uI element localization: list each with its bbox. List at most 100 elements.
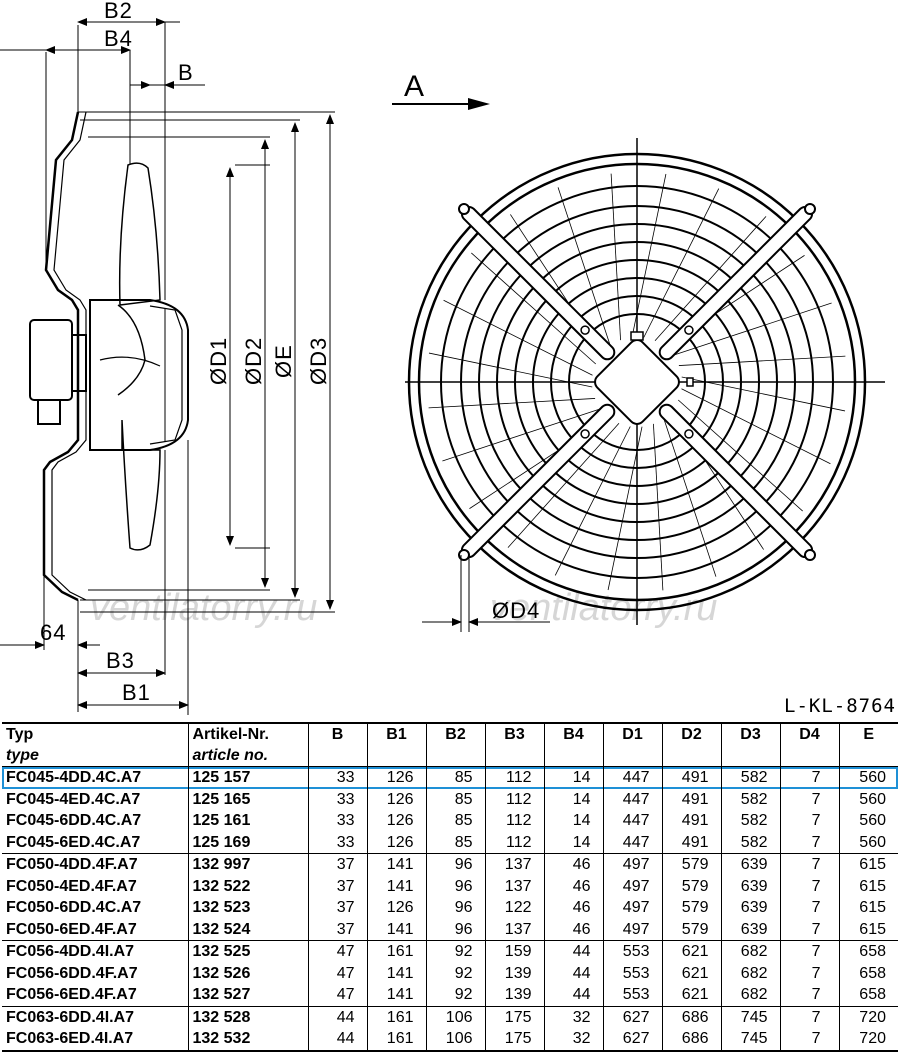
cell-d4: 7 <box>779 1005 839 1028</box>
cell-b2: 92 <box>425 984 485 1006</box>
cell-type: FC045-6DD.4C.A7 <box>6 812 142 830</box>
cell-d2: 491 <box>661 831 721 854</box>
cell-article: 132 525 <box>187 940 308 963</box>
cell-type: FC063-6ED.4I.A7 <box>2 1028 188 1052</box>
cell-b1: 141 <box>366 918 426 941</box>
cell-b: 37 <box>307 853 367 876</box>
header-d3: D3 <box>720 722 780 767</box>
side-view <box>0 18 335 715</box>
cell-b2: 85 <box>425 810 485 832</box>
cell-d2: 621 <box>661 984 721 1006</box>
d4-dimension <box>422 555 550 632</box>
cell-d3: 582 <box>720 766 780 789</box>
cell-d2: 579 <box>661 918 721 941</box>
cell-b2: 96 <box>425 853 485 876</box>
cell-b3: 159 <box>484 940 544 963</box>
cell-e: 560 <box>838 831 898 854</box>
dim-label-d2: ØD2 <box>241 337 266 385</box>
cell-b4: 14 <box>543 788 603 810</box>
cell-e: 720 <box>838 1005 898 1028</box>
cell-article: 132 526 <box>187 962 308 984</box>
cell-b2: 96 <box>425 897 485 919</box>
cell-article: 132 522 <box>187 875 308 897</box>
front-view-guard <box>405 138 885 625</box>
dim-label-d3: ØD3 <box>306 337 331 385</box>
view-label-a: A <box>404 70 425 103</box>
cell-article: 132 524 <box>187 918 308 941</box>
cell-d4: 7 <box>779 984 839 1006</box>
cell-b4: 46 <box>543 875 603 897</box>
cell-d3: 639 <box>720 853 780 876</box>
dim-label-e: ØE <box>271 344 296 378</box>
cell-e: 658 <box>838 940 898 963</box>
cell-d2: 491 <box>661 810 721 832</box>
cell-e: 658 <box>838 962 898 984</box>
cell-b3: 139 <box>484 962 544 984</box>
cell-type: FC050-4ED.4F.A7 <box>6 877 137 895</box>
cell-b2: 92 <box>425 962 485 984</box>
cell-d3: 682 <box>720 984 780 1006</box>
cell-d4: 7 <box>779 918 839 941</box>
cell-d3: 682 <box>720 962 780 984</box>
cell-b4: 14 <box>543 831 603 854</box>
cell-e: 720 <box>838 1028 898 1052</box>
cell-type: FC056-4DD.4I.A7 <box>2 940 188 963</box>
cell-b3: 122 <box>484 897 544 919</box>
cell-b4: 32 <box>543 1028 603 1052</box>
cell-d4: 7 <box>779 1028 839 1052</box>
cell-d4: 7 <box>779 897 839 919</box>
cell-b2: 85 <box>425 831 485 854</box>
cell-article: 132 532 <box>187 1028 308 1052</box>
cell-b2: 85 <box>425 788 485 810</box>
cell-e: 658 <box>838 984 898 1006</box>
cell-d3: 639 <box>720 875 780 897</box>
cell-d2: 491 <box>661 766 721 789</box>
cell-article: 125 161 <box>187 810 308 832</box>
cell-b4: 44 <box>543 984 603 1006</box>
cell-b4: 44 <box>543 962 603 984</box>
cell-b: 37 <box>307 918 367 941</box>
header-b1: B1 <box>366 722 426 767</box>
cell-d4: 7 <box>779 962 839 984</box>
cell-b1: 126 <box>366 788 426 810</box>
cell-b3: 137 <box>484 918 544 941</box>
cell-d1: 553 <box>602 940 662 963</box>
cell-d1: 497 <box>602 918 662 941</box>
cell-d2: 621 <box>661 940 721 963</box>
cell-d1: 627 <box>602 1028 662 1052</box>
cell-d4: 7 <box>779 766 839 789</box>
header-e: E <box>838 722 898 767</box>
dim-label-b4: B4 <box>104 26 133 51</box>
cell-article: 132 523 <box>187 897 308 919</box>
cell-d2: 686 <box>661 1005 721 1028</box>
cell-e: 560 <box>838 810 898 832</box>
dim-label-d4: ØD4 <box>492 598 540 623</box>
cell-d2: 579 <box>661 897 721 919</box>
cell-b3: 112 <box>484 766 544 789</box>
cell-b: 44 <box>307 1028 367 1052</box>
cell-d3: 745 <box>720 1005 780 1028</box>
cell-b4: 14 <box>543 810 603 832</box>
cell-type: FC050-6DD.4C.A7 <box>6 899 142 917</box>
cell-d3: 582 <box>720 810 780 832</box>
cell-b1: 161 <box>366 1028 426 1052</box>
cell-d1: 447 <box>602 766 662 789</box>
cell-e: 615 <box>838 853 898 876</box>
cell-d4: 7 <box>779 810 839 832</box>
cell-b1: 141 <box>366 875 426 897</box>
cell-b: 33 <box>307 766 367 789</box>
cell-d1: 553 <box>602 984 662 1006</box>
